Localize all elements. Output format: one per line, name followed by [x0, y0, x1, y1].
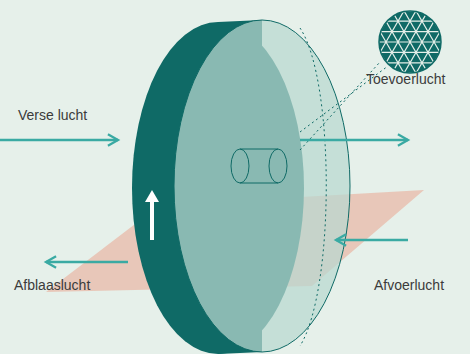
air-arrows — [0, 140, 408, 262]
air-label: Toevoerlucht — [366, 71, 445, 88]
air-label: Afblaaslucht — [14, 277, 90, 294]
mesh-pattern — [254, 0, 470, 146]
air-label: Verse lucht — [18, 107, 87, 124]
wheel-divider — [300, 28, 326, 346]
wheel-face — [174, 20, 350, 352]
air-label: Afvoerlucht — [374, 277, 444, 294]
axle — [231, 149, 287, 183]
rotation-arrowhead — [145, 190, 159, 202]
